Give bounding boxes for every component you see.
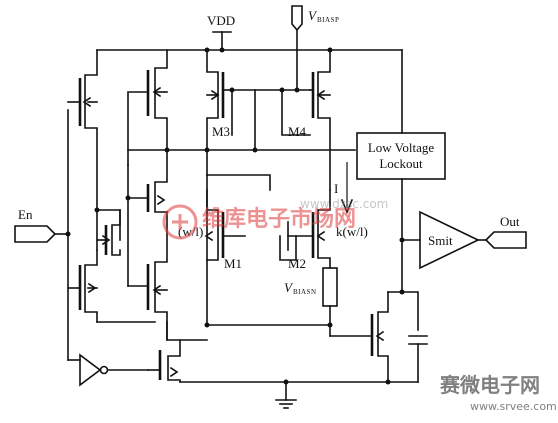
vbiasp-subscript: BIASP	[317, 16, 339, 24]
vbiasn-label: V	[284, 280, 294, 295]
en-label: En	[18, 207, 33, 222]
wl-right-label: k(w/l)	[336, 224, 368, 239]
schematic-labels: VDD V BIASP En Out M3 M4 M1 M2 (w/l) k(w…	[18, 8, 520, 296]
lvl-label-line1: Low Voltage	[368, 140, 435, 155]
lvl-label-line2: Lockout	[379, 156, 423, 171]
current-label: I	[334, 181, 338, 196]
vbiasn-subscript: BIASN	[293, 288, 317, 296]
corner-brand-text: 赛微电子网	[439, 373, 540, 397]
m2-label: M2	[288, 256, 306, 271]
vdd-label: VDD	[207, 13, 235, 28]
vbiasp-label: V	[308, 8, 318, 23]
center-watermark: 维库电子市场网 www.dzsc.com	[162, 197, 388, 240]
output-section	[329, 49, 527, 383]
m1-label: M1	[224, 256, 242, 271]
m4-label: M4	[288, 124, 307, 139]
corner-url-text: www.srvee.com	[470, 400, 557, 413]
wl-left-label: (w/l)	[178, 224, 203, 239]
watermark-url-text: www.dzsc.com	[300, 197, 388, 211]
junction-dots	[65, 47, 405, 385]
smit-label: Smit	[428, 233, 453, 248]
watermark-brand-text: 维库电子市场网	[202, 206, 356, 232]
m3-label: M3	[212, 124, 230, 139]
out-label: Out	[500, 214, 520, 229]
enable-logic-stack	[14, 49, 208, 387]
corner-watermark: 赛微电子网 www.srvee.com	[439, 373, 557, 413]
power-rails	[96, 5, 419, 409]
